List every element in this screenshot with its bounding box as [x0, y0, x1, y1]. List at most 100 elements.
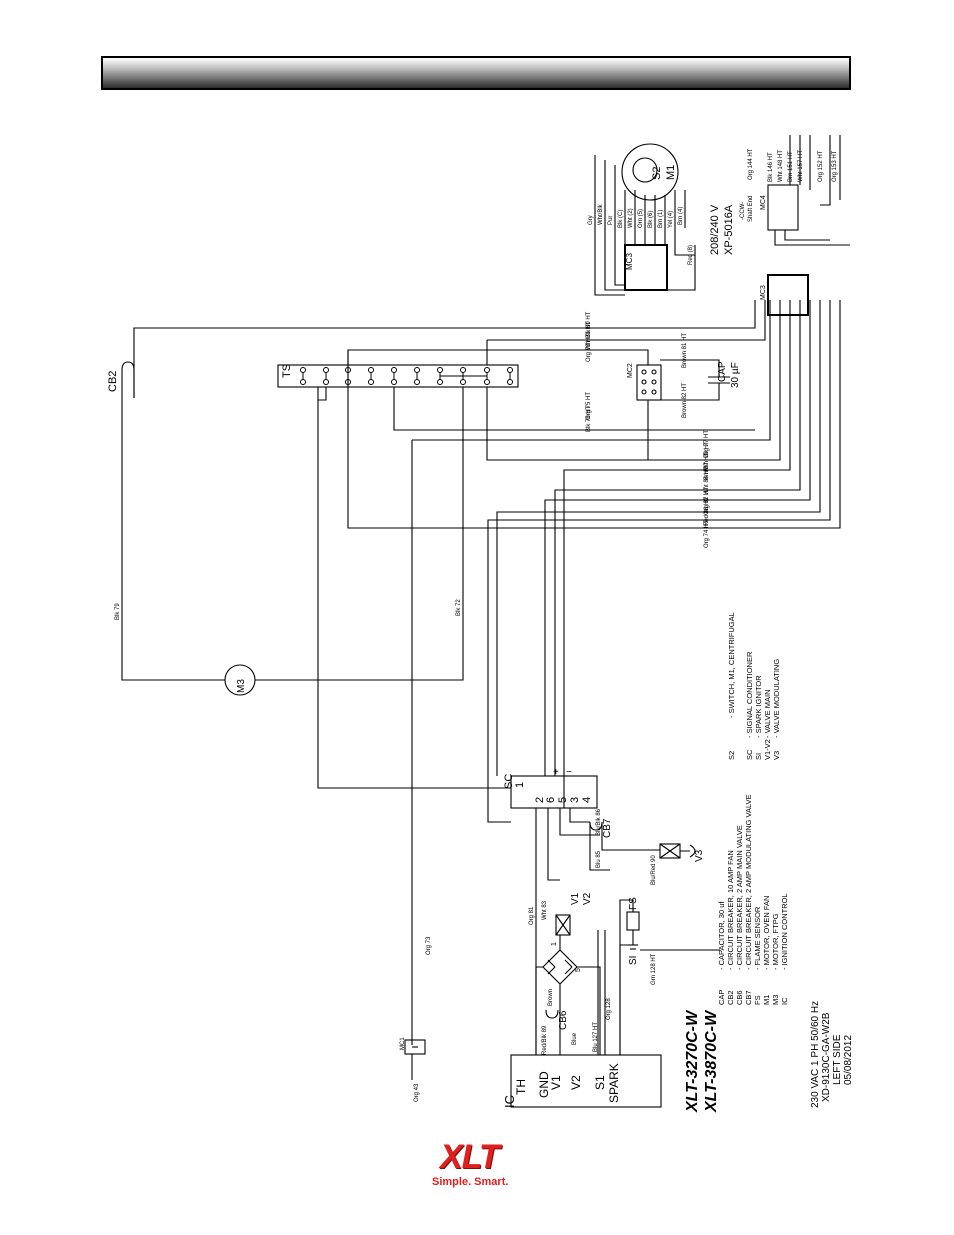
wire-label: Blk 146 HT — [768, 152, 774, 182]
wire-label: Blk 80 HT — [586, 311, 592, 338]
ts-terminal-strip — [277, 364, 519, 388]
wire-label: Brn (1) — [658, 210, 664, 228]
cb2-label: CB2 — [107, 371, 119, 392]
logo-word: XLT — [440, 1138, 500, 1176]
wire-label: Org 74 HT — [704, 520, 710, 548]
model-line-1: XLT-3270C-W — [684, 1009, 701, 1113]
wire-label: Gry — [588, 215, 594, 225]
legend-code: CAP — [717, 990, 726, 1005]
wire-label: Wht (2) — [628, 208, 634, 228]
wire-label: Wht 71 HT — [586, 321, 592, 350]
legend-code: CB7 — [744, 990, 753, 1005]
sc-term-1: 1 — [514, 782, 526, 788]
legend-desc: - IGNITION CONTROL — [780, 893, 789, 970]
wire-label: Blk (6) — [648, 211, 654, 228]
wire-blk-79 — [121, 398, 225, 681]
legend-desc: - VALVE MAIN — [763, 690, 772, 738]
legend-code: S2 — [727, 751, 736, 760]
sc-term-4: 4 — [581, 797, 593, 803]
legend-code: CB2 — [726, 990, 735, 1005]
wire-label: Org 153 HT — [832, 150, 838, 182]
wire-label: Brown 82 HT — [682, 383, 688, 418]
legend-code: SI — [754, 753, 763, 760]
bridge-5: 5 — [575, 968, 582, 972]
ic-term-th: TH — [514, 1079, 528, 1095]
legend-code: M1 — [762, 995, 771, 1005]
cb7-label: CB7 — [602, 818, 613, 838]
legend-code: V1-V2 — [763, 739, 772, 760]
wire-label: Blue — [572, 1032, 578, 1045]
mc2-label: MC2 — [627, 363, 634, 378]
mc3-connector — [767, 274, 809, 316]
info-line-4: 05/08/2012 — [843, 1035, 854, 1085]
legend-code: M3 — [771, 995, 780, 1005]
part-label: XP-5016A — [723, 204, 735, 255]
m3-label: M3 — [236, 679, 247, 693]
wire-label: Brn (4) — [678, 207, 684, 225]
wire-label: Pur — [608, 216, 614, 225]
wire-label: Brn 87 HT — [704, 452, 710, 480]
wire-label: Wht 84 HT — [704, 466, 710, 495]
wire-label: Org 82 HT — [704, 487, 710, 515]
ts-terminals — [300, 367, 513, 385]
wire-label: Org 77 HT — [704, 430, 710, 458]
ic-term-v2: V2 — [569, 1075, 583, 1090]
legend-desc: - CIRCUIT BREAKER, 2 AMP MAIN VALVE — [735, 825, 744, 970]
legend-desc: - VALVE MODULATING — [772, 659, 781, 738]
mc1-label: MC1 — [400, 1037, 406, 1050]
wire-label: Grn 128 HT — [651, 953, 657, 985]
v2-label: V2 — [582, 892, 593, 905]
sc-term-6: 6 — [545, 797, 557, 803]
wire-label: Wht 148 HT — [778, 150, 784, 182]
v1-label: V1 — [570, 892, 581, 905]
wire-label: Brown 81 HT — [682, 333, 688, 368]
wire-label: Red (8) — [688, 245, 694, 265]
fs-sensor — [626, 911, 640, 931]
wire-label: Yel (4) — [668, 211, 674, 228]
sc-label: SC — [503, 774, 515, 789]
ic-term-s1: S1 — [593, 1075, 607, 1090]
sc-block — [510, 775, 598, 809]
info-line-1: 230 VAC 1 PH 50/60 Hz — [810, 1001, 821, 1108]
wire-label: Org 81 — [529, 906, 535, 925]
legend-code: FS — [753, 995, 762, 1005]
voltage-label: 208/240 V — [709, 204, 721, 255]
wire-label: Org 144 HT — [748, 148, 754, 180]
mc1-connector — [404, 1039, 426, 1055]
wire-label: Org 128 — [606, 998, 612, 1020]
legend-desc: - SPARK IGNITOR — [754, 675, 763, 738]
sc-minus: − — [566, 767, 572, 778]
mc2-connector — [636, 364, 662, 401]
legend-desc: - MOTOR, FTPG — [771, 913, 780, 970]
legend: CAP - CAPACITOR, 30 uf CB2 - CIRCUIT BRE… — [717, 612, 789, 1005]
info-line-2: XD-9130C-GA-W2B — [821, 1012, 832, 1102]
wire-label: Blk 76 HT — [586, 405, 592, 432]
mc4-connector — [767, 184, 799, 231]
wire-label: Blk 72 — [456, 599, 462, 616]
legend-code: CB6 — [735, 990, 744, 1005]
bridge-1: 1 — [551, 942, 558, 946]
info-line-3: LEFT SIDE — [832, 1034, 843, 1085]
wire-label: Blu 127 HT — [593, 1022, 599, 1052]
m1-motor — [621, 143, 679, 201]
wire-label: Blu/Red 90 — [651, 855, 657, 885]
m1-label: M1 — [665, 165, 677, 180]
v3-label: V3 — [694, 849, 705, 862]
mc4-label: MC4 — [760, 195, 767, 210]
ic-term-spark: SPARK — [607, 1063, 621, 1103]
legend-desc: - SIGNAL CONDITIONER — [745, 651, 754, 738]
shaft-label: Shaft End — [748, 196, 754, 222]
model-line-2: XLT-3870C-W — [703, 1009, 720, 1113]
wire-label: Org 152 HT — [818, 150, 824, 182]
legend-desc: - SWITCH, M1, CENTRIFUGAL — [727, 612, 736, 718]
fs-label: FS — [628, 897, 639, 910]
legend-code: IC — [780, 997, 789, 1005]
cb6-breaker — [545, 1009, 559, 1019]
wire-label: Red/Blk 89 — [542, 1025, 548, 1055]
cb6-label: CB6 — [558, 1010, 569, 1030]
mc3-upper-connector — [624, 244, 668, 291]
v1-v2-valve — [555, 914, 571, 936]
mc3-upper-label: MC3 — [625, 253, 634, 270]
ic-block — [510, 1054, 662, 1108]
